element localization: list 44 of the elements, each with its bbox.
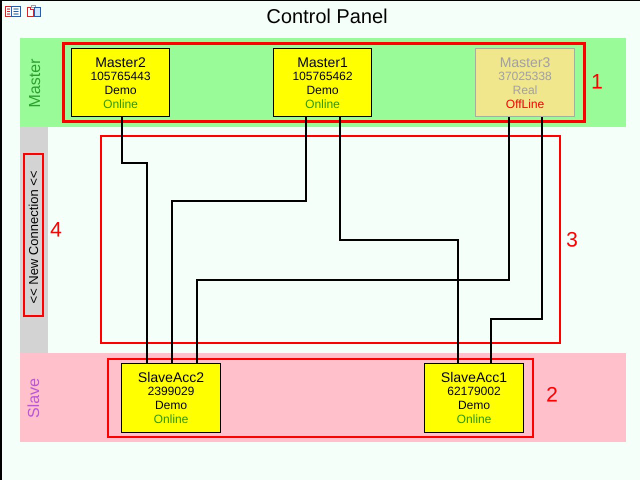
account-type: Real	[512, 83, 538, 97]
account-name: Master3	[500, 55, 550, 69]
connector-line	[171, 117, 307, 363]
title: Control Panel	[266, 6, 388, 28]
row-label: Master	[26, 58, 44, 107]
account-number: 62179002	[447, 384, 501, 398]
connector-line	[339, 117, 459, 363]
connector-line	[196, 117, 510, 363]
status-text: Online	[154, 412, 188, 426]
row-label: Slave	[26, 378, 44, 418]
callout-number: 1	[591, 72, 603, 92]
account-number: 37025338	[498, 69, 552, 83]
account-type: Demo	[458, 398, 490, 412]
status-text: OffLine	[506, 97, 544, 111]
account-name: Master1	[297, 55, 348, 69]
account-box	[273, 48, 372, 117]
highlight-frame	[23, 153, 44, 317]
account-box	[475, 48, 575, 117]
account-number: 105765443	[90, 69, 151, 83]
account-box	[71, 48, 170, 117]
connector-line	[121, 117, 148, 363]
account-number: 2399029	[148, 384, 194, 398]
account-type: Demo	[154, 398, 187, 412]
highlight-frame	[107, 358, 534, 438]
section-band	[20, 353, 626, 442]
sidebar-panel	[20, 127, 48, 353]
account-name: Master2	[95, 55, 146, 69]
account-number: 105765462	[292, 69, 353, 83]
button-label: << New Connection <<	[26, 170, 41, 304]
status-text: Online	[103, 97, 138, 111]
account-name: SlaveAcc2	[138, 370, 204, 384]
account-type: Demo	[104, 83, 136, 97]
highlight-frame	[62, 42, 586, 123]
callout-number: 2	[546, 384, 558, 406]
account-box	[121, 363, 221, 433]
status-text: Online	[456, 412, 492, 426]
callout-number: 3	[566, 230, 578, 250]
status-text: Online	[305, 97, 340, 111]
connector-line	[490, 117, 543, 363]
callout-number: 4	[50, 220, 62, 240]
account-box	[424, 363, 524, 433]
section-band	[20, 38, 626, 127]
account-type: Demo	[306, 83, 338, 97]
account-name: SlaveAcc1	[440, 370, 508, 384]
